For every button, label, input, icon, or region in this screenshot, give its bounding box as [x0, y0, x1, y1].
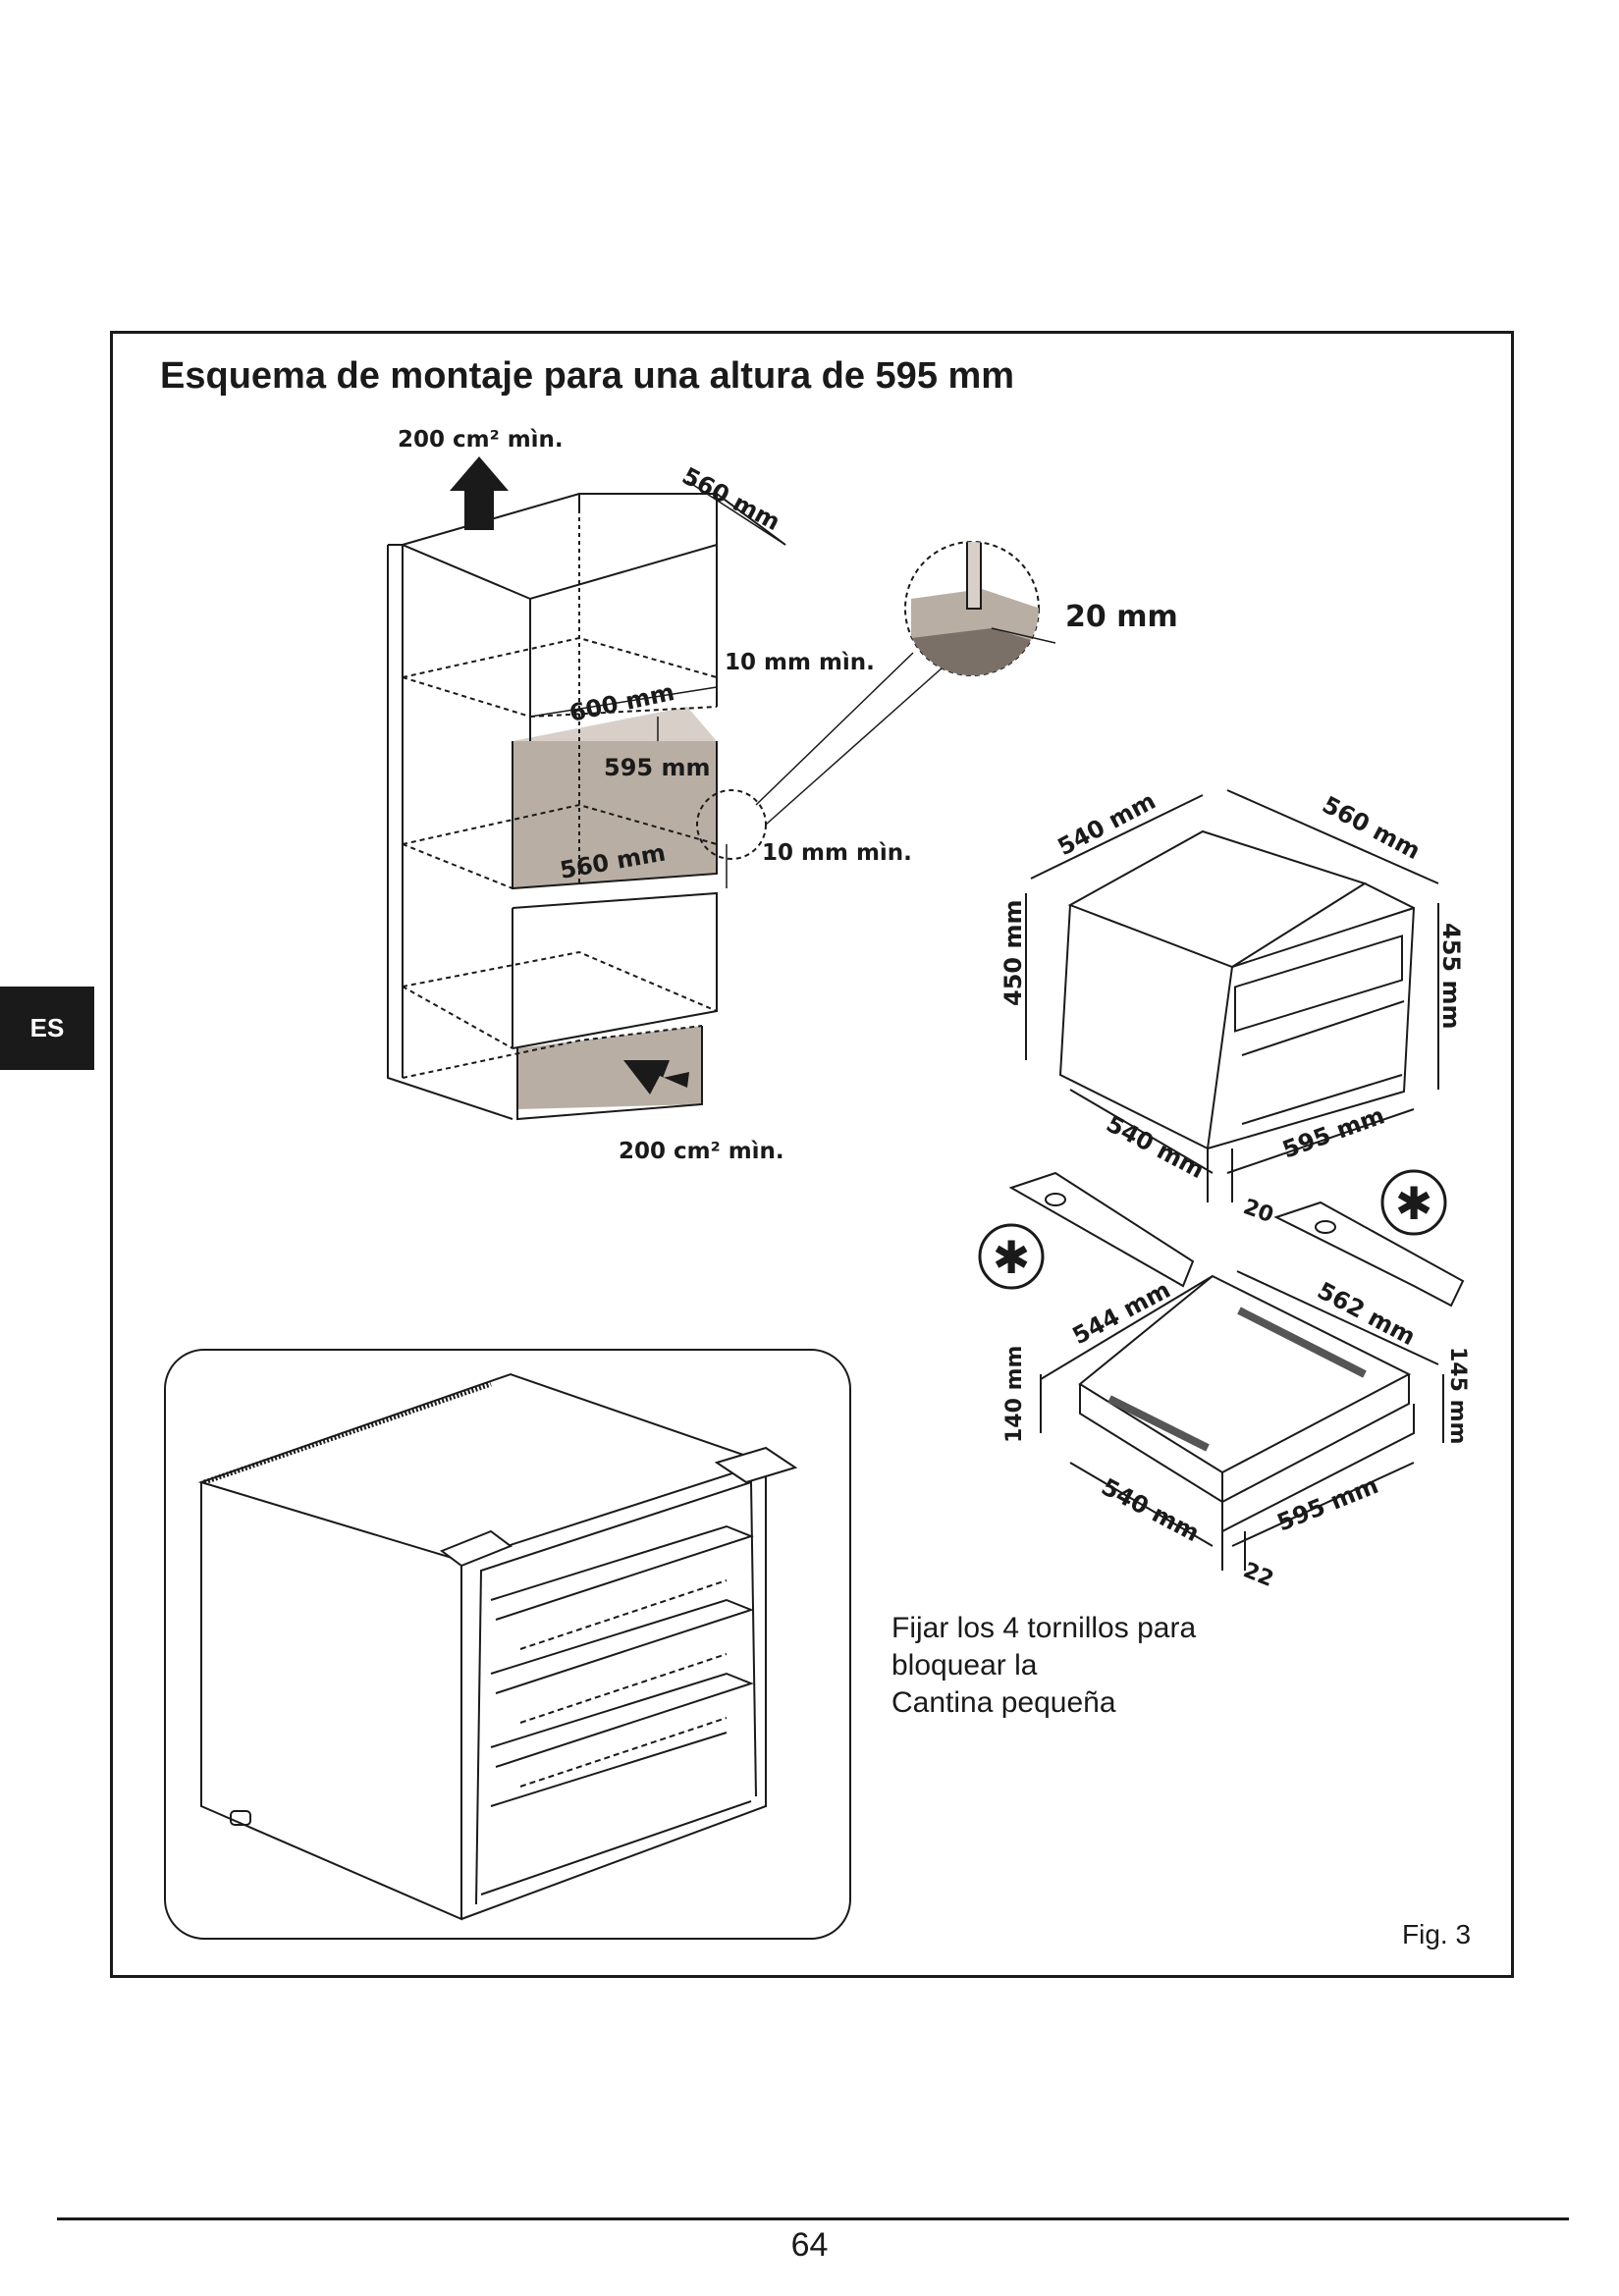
note-line: Cantina pequeña [891, 1686, 1116, 1719]
vent-bottom-label: 200 cm² mìn. [619, 1139, 784, 1164]
appliance-drawing [1025, 789, 1439, 1202]
gap-detail-magnifier [904, 541, 1056, 676]
clearance-bottom-label: 10 mm mìn. [762, 840, 912, 866]
asterisk-markers: ✱ ✱ [978, 1169, 1447, 1290]
vent-in-arrow [623, 1060, 689, 1095]
vent-top-label: 200 cm² mìn. [398, 427, 564, 453]
appliance-frame-thickness-label: 20 [1240, 1195, 1276, 1228]
note-line: bloquear la [891, 1649, 1038, 1682]
clearance-top-label: 10 mm mìn. [725, 650, 875, 675]
depth-top-label: 560 mm [677, 462, 784, 537]
note-line: Fijar los 4 tornillos para [891, 1612, 1197, 1644]
figure-frame [110, 331, 1514, 1978]
bottom-cavity [517, 1026, 702, 1109]
asterisk-icon: ✱ [993, 1231, 1031, 1284]
vent-up-arrow [450, 456, 509, 530]
appliance-front-width-label: 595 mm [1278, 1101, 1388, 1163]
footer-divider [57, 2217, 1569, 2220]
height-label: 595 mm [604, 754, 710, 781]
asterisk-icon: ✱ [1395, 1177, 1433, 1230]
oven-cavity [513, 741, 717, 888]
figure-label: Fig. 3 [1402, 1919, 1472, 1949]
drawer-bottom-depth-label: 540 mm [1097, 1473, 1204, 1548]
mounting-brackets [1008, 1171, 1465, 1308]
language-tab: ES [0, 987, 94, 1070]
drawer-drawing [1040, 1270, 1444, 1571]
detail-gap-label: 20 mm [1065, 600, 1178, 634]
cabinet-drawing [387, 480, 944, 1121]
instruction-note: Fijar los 4 tornillos para bloquear la C… [891, 1610, 1245, 1722]
appliance-left-height-label: 450 mm [999, 900, 1027, 1006]
drawer-right-height-label: 145 mm [1445, 1347, 1470, 1444]
page-title: Esquema de montaje para una altura de 59… [160, 355, 1015, 397]
wine-cooler-drawing [197, 1372, 798, 1921]
drawer-front-width-label: 595 mm [1273, 1471, 1382, 1537]
appliance-right-height-label: 455 mm [1437, 923, 1465, 1029]
oven-cavity-light [513, 707, 717, 741]
page-number: 64 [790, 2226, 829, 2264]
appliance-bottom-depth-label: 540 mm [1102, 1110, 1209, 1185]
drawer-left-height-label: 140 mm [1002, 1346, 1027, 1443]
